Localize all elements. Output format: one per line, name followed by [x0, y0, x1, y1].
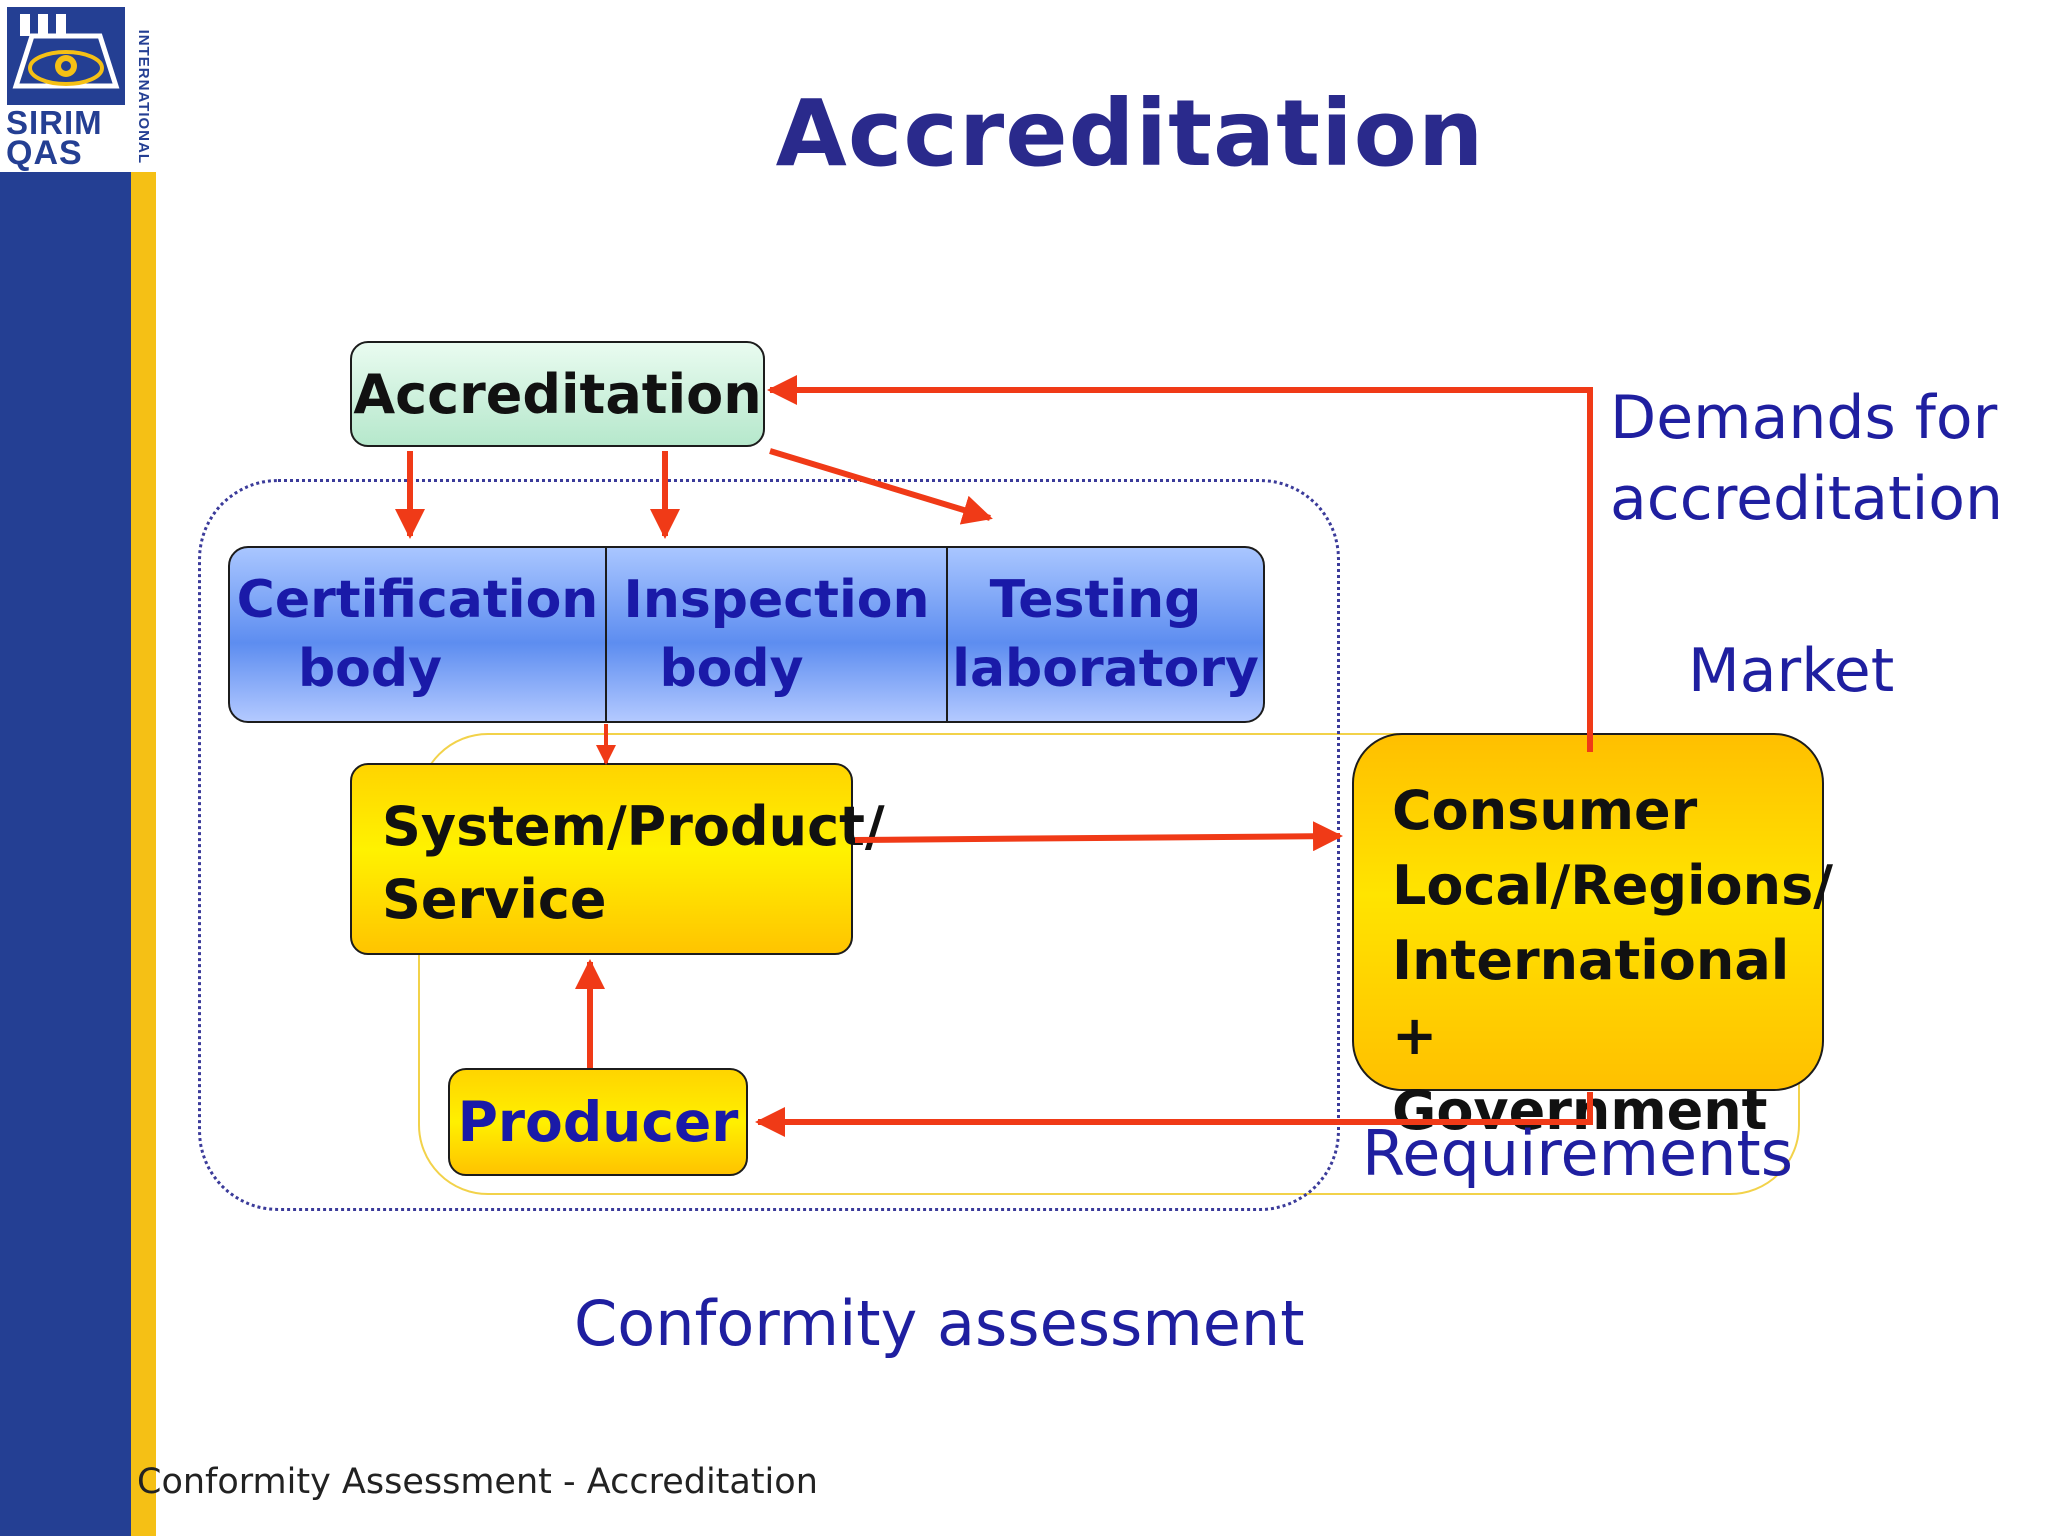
certification-body-line1: Certification [236, 569, 599, 630]
testing-laboratory-line1: Testing [989, 569, 1202, 630]
arrow-product-to-market [854, 821, 1343, 852]
consumer-node-line1: Consumer [1392, 779, 1698, 842]
slide-title: Accreditation [775, 80, 1485, 187]
producer-node-label: Producer [457, 1090, 739, 1154]
consumer-node-line4: Government [1392, 1079, 1768, 1143]
inspection-body-line1: Inspection [623, 569, 930, 630]
inspection-body-node: Inspection body [607, 548, 948, 721]
consumer-node-line2: Local/Regions/ [1392, 854, 1833, 918]
logo-word-sirim: SIRIM [6, 104, 103, 141]
producer-node: Producer [448, 1068, 748, 1176]
requirements-label: Requirements [1362, 1117, 1794, 1190]
certification-body-node: Certification body [230, 548, 607, 721]
slide-footer: Conformity Assessment - Accreditation [137, 1462, 818, 1502]
arrow-consumer-requirements-to-producer [755, 1092, 1593, 1137]
demands-label-line2: accreditation [1610, 464, 2003, 534]
product-node-line2: Service [382, 868, 607, 932]
arrow-accreditation-to-testing [769, 448, 993, 525]
accreditation-node: Accreditation [350, 341, 765, 447]
product-node-line1: System/Product/ [382, 795, 885, 858]
brand-strip [0, 0, 131, 1536]
system-product-service-node: System/Product/ Service [350, 763, 885, 955]
consumer-node-line3: International + [1392, 929, 1790, 1068]
logo-word-qas: QAS [6, 134, 83, 172]
testing-laboratory-line2: laboratory [952, 638, 1259, 699]
demands-label-line1: Demands for [1610, 383, 1998, 453]
logo-emblem-icon [7, 7, 125, 105]
consumer-node: Consumer Local/Regions/ International + … [1352, 733, 1833, 1142]
arrow-consumer-to-accreditation [767, 375, 1593, 752]
company-logo: SIRIM QAS INTERNATIONAL [0, 0, 156, 172]
conformity-bodies-node: Certification body Inspection body Testi… [228, 546, 1265, 723]
testing-laboratory-node: Testing laboratory [948, 548, 1263, 721]
brand-stripe-yellow [131, 172, 156, 1536]
inspection-body-line2: body [659, 638, 804, 699]
certification-body-line2: body [297, 638, 443, 699]
conformity-assessment-label: Conformity assessment [574, 1287, 1305, 1360]
market-label: Market [1688, 636, 1895, 706]
accreditation-node-label: Accreditation [353, 362, 762, 426]
demands-for-accreditation-label: Demands for accreditation [1610, 378, 2003, 540]
